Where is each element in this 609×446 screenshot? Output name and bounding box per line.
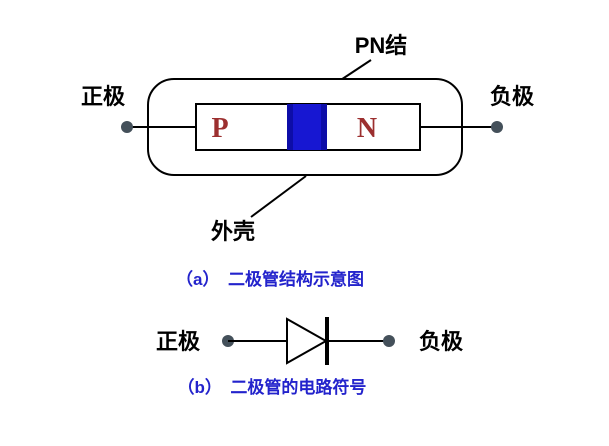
shell-label: 外壳 — [211, 219, 255, 244]
shell-pointer-line — [250, 175, 307, 218]
caption-a: （a） 二极管结构示意图 — [176, 269, 364, 289]
caption-b: （b） 二极管的电路符号 — [178, 377, 367, 397]
cathode-label-b: 负极 — [419, 329, 464, 354]
cathode-terminal-dot — [491, 121, 503, 133]
pn-junction-label: PN结 — [355, 33, 408, 58]
cathode-label-a: 负极 — [490, 84, 535, 109]
anode-terminal-dot — [121, 121, 133, 133]
symbol-cathode-dot — [383, 335, 395, 347]
p-region-label: P — [211, 113, 228, 144]
diode-symbol-figure: 正极 负极 （b） 二极管的电路符号 — [156, 317, 464, 397]
pn-junction-region-right-edge — [321, 104, 327, 150]
anode-label-a: 正极 — [81, 84, 126, 109]
diode-symbol-triangle — [286, 317, 329, 365]
n-region-label: N — [357, 113, 377, 144]
diode-structure-figure: P N PN结 正极 负极 外壳 （a） 二极管结构示意图 — [81, 33, 535, 289]
pn-junction-region-left-edge — [287, 104, 293, 150]
pn-junction-region — [287, 104, 327, 150]
anode-label-b: 正极 — [156, 329, 201, 354]
